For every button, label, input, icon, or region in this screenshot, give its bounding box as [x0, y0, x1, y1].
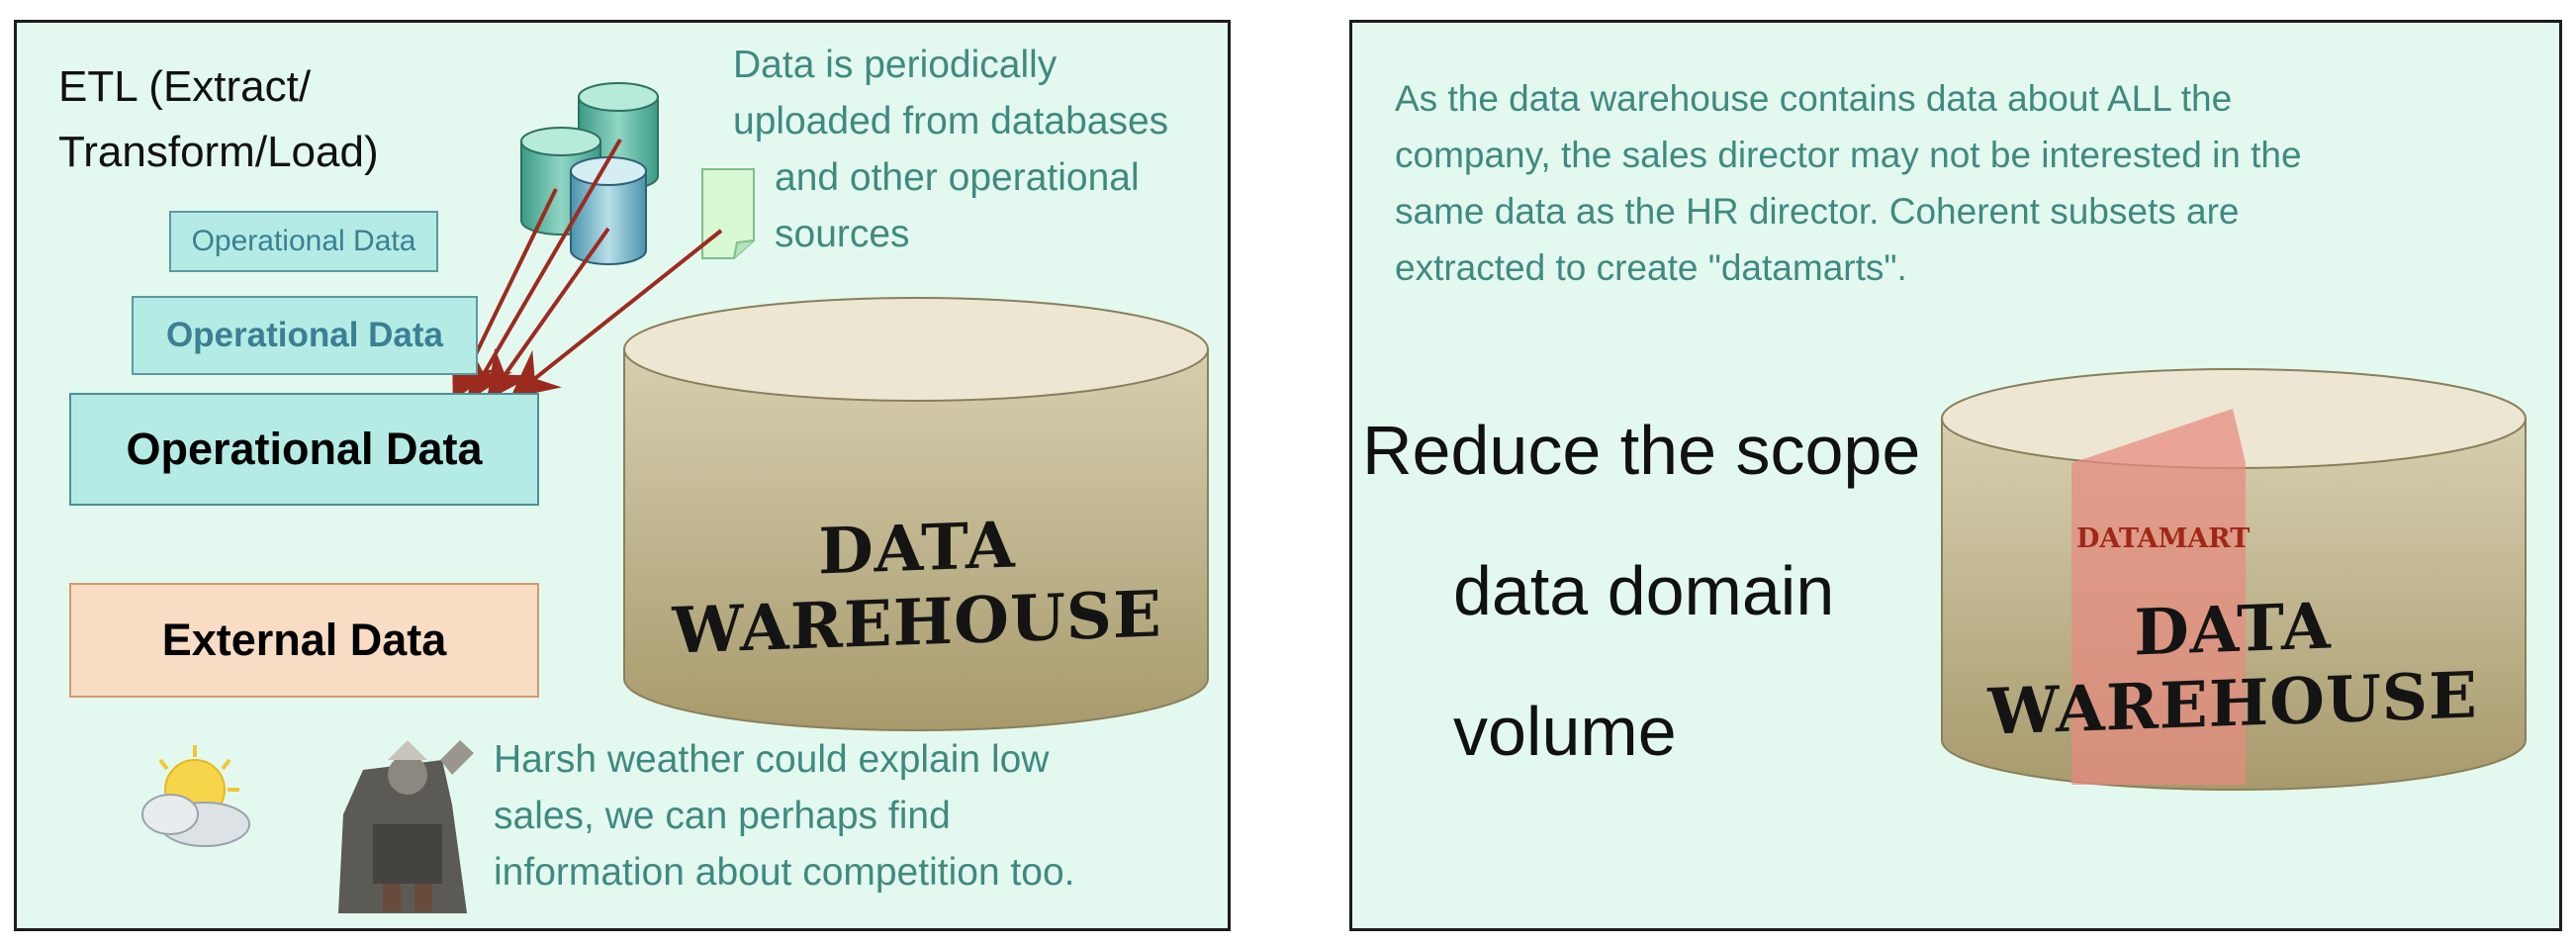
- operational-data-box-large: Operational Data: [69, 393, 539, 506]
- datamart-slice: [2071, 409, 2246, 785]
- intro-line: extracted to create "datamarts".: [1395, 247, 1907, 288]
- scope-item: data domain: [1453, 552, 1835, 629]
- operational-data-box-medium: Operational Data: [132, 296, 478, 375]
- datamart-label: DATAMART: [2076, 523, 2251, 554]
- document-icon: [701, 168, 755, 259]
- data-warehouse-label: DATA WAREHOUSE: [672, 508, 1162, 669]
- datamart-intro: As the data warehouse contains data abou…: [1395, 70, 2302, 296]
- scope-item: volume: [1453, 693, 1677, 770]
- upload-note-line: uploaded from databases: [733, 100, 1169, 142]
- intro-line: same data as the HR director. Coherent s…: [1395, 191, 2240, 232]
- database-cylinder-icon: [570, 156, 647, 265]
- upload-note: Data is periodically uploaded from datab…: [733, 37, 1168, 262]
- data-warehouse-label: DATA WAREHOUSE: [1987, 589, 2478, 750]
- weather-note-line: information about competition too.: [494, 851, 1075, 894]
- operational-data-box-small: Operational Data: [169, 211, 438, 272]
- etl-title-line: ETL (Extract/: [58, 62, 312, 111]
- upload-note-line: and other operational: [775, 156, 1140, 199]
- weather-icon: [141, 745, 250, 847]
- scope-heading: Reduce the scope: [1362, 412, 1921, 489]
- datamart-slide: As the data warehouse contains data abou…: [1349, 20, 2562, 931]
- weather-note-line: Harsh weather could explain low: [494, 738, 1050, 781]
- character-icon: [338, 740, 474, 913]
- intro-line: company, the sales director may not be i…: [1395, 135, 2302, 175]
- external-data-box: External Data: [69, 583, 539, 698]
- etl-title: ETL (Extract/ Transform/Load): [58, 54, 379, 185]
- datamart-graphics: [1941, 368, 2527, 791]
- upload-note-line: sources: [775, 213, 910, 255]
- weather-note-line: sales, we can perhaps find: [494, 795, 951, 837]
- etl-graphics: [141, 82, 1209, 913]
- weather-note: Harsh weather could explain low sales, w…: [494, 731, 1075, 901]
- etl-title-line: Transform/Load): [58, 128, 379, 176]
- data-warehouse-cylinder: [623, 297, 1209, 731]
- upload-note-line: Data is periodically: [733, 44, 1058, 86]
- intro-line: As the data warehouse contains data abou…: [1395, 78, 2233, 119]
- etl-slide: ETL (Extract/ Transform/Load) Data is pe…: [14, 20, 1231, 931]
